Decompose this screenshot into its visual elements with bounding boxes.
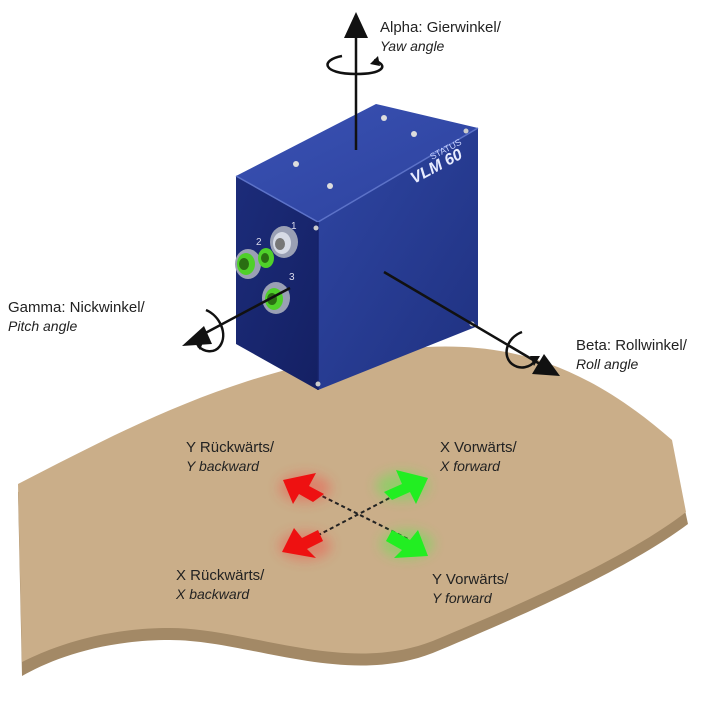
y-backward-label-de: Y Rückwärts/: [186, 439, 275, 456]
yaw-rotation-icon: [326, 54, 384, 76]
gamma-label-en: Pitch angle: [8, 318, 78, 334]
x-backward-label-de: X Rückwärts/: [176, 567, 265, 584]
beta-label-en: Roll angle: [576, 356, 639, 372]
y-forward-arrow: [381, 530, 433, 558]
y-backward-arrow: [279, 473, 331, 504]
x-forward-label-en: X forward: [440, 458, 500, 474]
beta-roll-axis: [383, 270, 560, 376]
x-forward-label: X Vorwärts/ X forward: [440, 438, 517, 475]
gamma-pitch-axis: [182, 286, 291, 353]
housing-front: [318, 128, 478, 390]
x-forward-arrow: [376, 470, 428, 504]
y-forward-label: Y Vorwärts/ Y forward: [432, 570, 508, 607]
alpha-label-en: Yaw angle: [380, 38, 445, 54]
diag-line-2: [304, 489, 406, 543]
x-backward-label-en: X backward: [176, 586, 250, 602]
beta-label: Beta: Rollwinkel/ Roll angle: [576, 336, 687, 373]
pitch-rotation-icon: [197, 308, 225, 353]
connector-1: [270, 226, 298, 258]
port-label-2: 2: [256, 237, 262, 248]
port-label-3: 3: [289, 272, 295, 283]
alpha-yaw-axis: [326, 12, 384, 150]
x-backward-label: X Rückwärts/ X backward: [176, 566, 264, 603]
y-forward-label-de: Y Vorwärts/: [432, 571, 509, 588]
gamma-label-de: Gamma: Nickwinkel/: [8, 299, 145, 316]
y-backward-label-en: Y backward: [186, 458, 259, 474]
alpha-label-de: Alpha: Gierwinkel/: [380, 19, 501, 36]
roll-rotation-icon: [505, 330, 537, 369]
housing-top: [236, 104, 478, 222]
vlm-60-sensor: STATUS VLM 60 1 2 3: [235, 104, 479, 390]
beta-label-de: Beta: Rollwinkel/: [576, 337, 687, 354]
port-label-1: 1: [291, 221, 297, 232]
connector-2: [235, 248, 274, 279]
gamma-label: Gamma: Nickwinkel/ Pitch angle: [8, 298, 145, 335]
x-backward-arrow: [279, 528, 331, 560]
top-screws: [293, 115, 469, 189]
connector-ports: 1 2 3: [235, 221, 298, 314]
alpha-label: Alpha: Gierwinkel/ Yaw angle: [380, 18, 501, 55]
x-forward-label-de: X Vorwärts/: [440, 439, 517, 456]
surface-top: [18, 346, 686, 662]
connector-3: [262, 282, 290, 314]
direction-arrows: [279, 470, 433, 560]
y-forward-label-en: Y forward: [432, 590, 492, 606]
y-backward-label: Y Rückwärts/ Y backward: [186, 438, 274, 475]
work-surface: [18, 346, 688, 676]
